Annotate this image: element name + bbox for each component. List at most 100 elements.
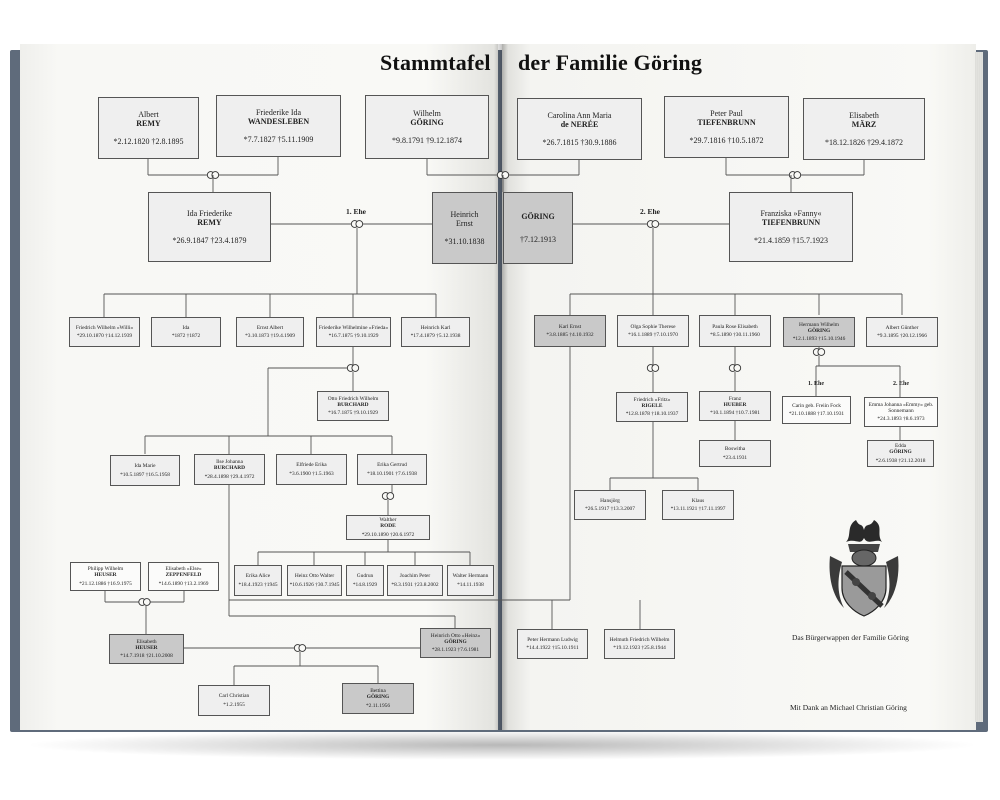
wedding-rings-icon xyxy=(298,644,307,652)
person-name: Philipp Wilhelm xyxy=(87,566,124,573)
person-fw: Friedrich Wilhelm »Willi«*29.10.1870 †14… xyxy=(69,317,140,347)
wedding-rings-icon xyxy=(817,348,826,356)
person-dates: *10.6.1926 †30.7.1945 xyxy=(289,581,340,588)
person-dates: *13.11.1921 †17.11.1997 xyxy=(670,506,726,512)
heinrich-surname: GÖRING xyxy=(521,211,555,221)
person-surname: GÖRING xyxy=(807,327,831,334)
person-erikaalice: Erika Alice*18.4.1923 †1945 xyxy=(234,565,282,596)
book-shadow xyxy=(22,730,982,760)
heinrich-given-name: Heinrich xyxy=(450,210,479,220)
person-surname: RIGELE xyxy=(641,402,663,409)
person-heinrich-left: Heinrich Ernst *31.10.1838 xyxy=(432,192,497,264)
wedding-rings-icon xyxy=(733,364,742,372)
person-name: Klaus xyxy=(691,497,705,504)
person-dates: *24.3.1893 †8.6.1973 xyxy=(877,416,925,423)
person-name: Carin geb. Freiin Fock xyxy=(792,402,841,409)
person-peterhermann: Peter Hermann Ludwig*14.4.1922 †15.10.19… xyxy=(517,629,588,659)
person-dates: *26.9.1847 †23.4.1879 xyxy=(172,235,247,245)
heinrich-died: †7.12.1913 xyxy=(520,235,556,244)
coat-of-arms-caption: Das Bürgerwappen der Familie Göring xyxy=(792,633,909,642)
person-klaus: Klaus *13.11.1921 †17.11.1997 xyxy=(662,490,734,520)
person-surname: de NERÉE xyxy=(560,120,599,130)
person-name: Wilhelm xyxy=(413,109,441,119)
person-name: Joachim Peter xyxy=(399,573,431,580)
person-dates: *2.6.1938 †21.12.2018 xyxy=(875,457,926,464)
person-albertg: Albert Günther*9.3.1895 †20.12.1966 xyxy=(866,317,938,347)
person-dates: *8.3.1931 †23.8.2002 xyxy=(391,581,439,588)
person-surname: HUEBER xyxy=(723,401,747,408)
person-name: Hansjörg xyxy=(600,497,620,504)
person-dates: *1872 †1872 xyxy=(171,333,201,339)
person-surname: GÖRING xyxy=(410,118,444,128)
person-dates: *3.8.1885 †4.10.1932 xyxy=(546,332,594,338)
person-name: Edda xyxy=(894,443,907,450)
person-name: Elisabeth xyxy=(136,638,157,645)
wedding-rings-icon xyxy=(211,171,220,179)
person-dates: *16.7.1875 †9.10.1929 xyxy=(328,410,378,417)
person-dates: *3.6.1900 †1.5.1963 xyxy=(289,470,334,477)
wedding-rings-icon xyxy=(386,492,395,500)
coat-of-arms-icon xyxy=(826,516,902,618)
person-elfriede: Elfriede Erika*3.6.1900 †1.5.1963 xyxy=(276,454,347,485)
person-surname: REMY xyxy=(197,218,222,228)
person-hansjorg: Hansjörg *26.5.1917 †13.3.2007 xyxy=(574,490,646,520)
person-name: Helmuth Friedrich Wilhelm xyxy=(609,636,670,643)
person-dates: *18.12.1826 †29.4.1872 xyxy=(825,137,903,147)
heinrich-born: *31.10.1838 xyxy=(444,236,485,246)
person-dates: *14.6.1890 †13.2.1969 xyxy=(158,580,209,587)
person-heinzotto: Heinz Otto Walter*10.6.1926 †30.7.1945 xyxy=(287,565,342,596)
person-surname: TIEFENBRUNN xyxy=(697,118,756,128)
person-ida: Ida*1872 †1872 xyxy=(151,317,221,347)
label-first-marriage: 1. Ehe xyxy=(346,207,367,216)
person-dates: *2.11.1956 xyxy=(365,702,391,709)
person-name: Ilse Johanna xyxy=(216,459,243,466)
person-dates: *23.4.1931 xyxy=(722,454,748,461)
label-hermann-second-marriage: 2. Ehe xyxy=(893,381,910,387)
person-surname: BURCHARD xyxy=(213,465,246,472)
person-walterh: Walter Hermann*14.11.1938 xyxy=(447,565,494,596)
person-dates: *17.4.1879 †5.12.1938 xyxy=(410,333,461,339)
person-name: Bettina xyxy=(370,688,386,695)
label-second-marriage: 2. Ehe xyxy=(640,207,661,216)
person-name: Albert Günther xyxy=(885,324,919,331)
person-heinrich-right: GÖRING †7.12.1913 xyxy=(503,192,573,264)
person-dates: *26.5.1917 †13.3.2007 xyxy=(585,506,635,512)
person-fanny: Franziska »Fanny«TIEFENBRUNN*21.4.1859 †… xyxy=(729,192,853,262)
person-dates: *2.12.1820 †2.8.1895 xyxy=(113,136,184,146)
person-surname: BURCHARD xyxy=(337,401,369,408)
person-name: Friedrich »Fritz« xyxy=(633,396,671,403)
person-dates: *21.10.1888 †17.10.1931 xyxy=(788,411,845,417)
page-title-right: der Familie Göring xyxy=(518,50,703,75)
person-name: Friederike Ida xyxy=(255,108,302,118)
person-joachim: Joachim Peter*8.3.1931 †23.8.2002 xyxy=(387,565,443,596)
person-surname: TIEFENBRUNN xyxy=(761,218,821,228)
person-heinrichotto: Heinrich Otto »Heinz«GÖRING*28.1.1923 †7… xyxy=(420,628,491,658)
person-surname: MÄRZ xyxy=(851,120,877,130)
person-surname: ZEPPENFELD xyxy=(165,572,202,579)
person-name: Elfriede Erika xyxy=(296,462,327,469)
person-surname: REMY xyxy=(136,119,161,129)
person-dates: *16.1.1889 †7.10.1970 xyxy=(628,332,678,338)
person-dates: *29.10.1890 †20.6.1972 xyxy=(361,531,415,538)
person-dates: *3.10.1873 †19.4.1909 xyxy=(245,333,295,339)
person-name: Elisabeth xyxy=(849,111,879,121)
person-dates: *10.5.1897 †16.5.1958 xyxy=(120,471,170,478)
person-name: Erika Gertrud xyxy=(377,462,407,469)
person-name: Boswitha xyxy=(724,446,746,453)
person-surname: WANDESLEBEN xyxy=(247,117,310,127)
person-dates: *1.2.1955 xyxy=(223,701,245,708)
person-dates: *14.7.1918 †21.10.2008 xyxy=(120,653,173,660)
